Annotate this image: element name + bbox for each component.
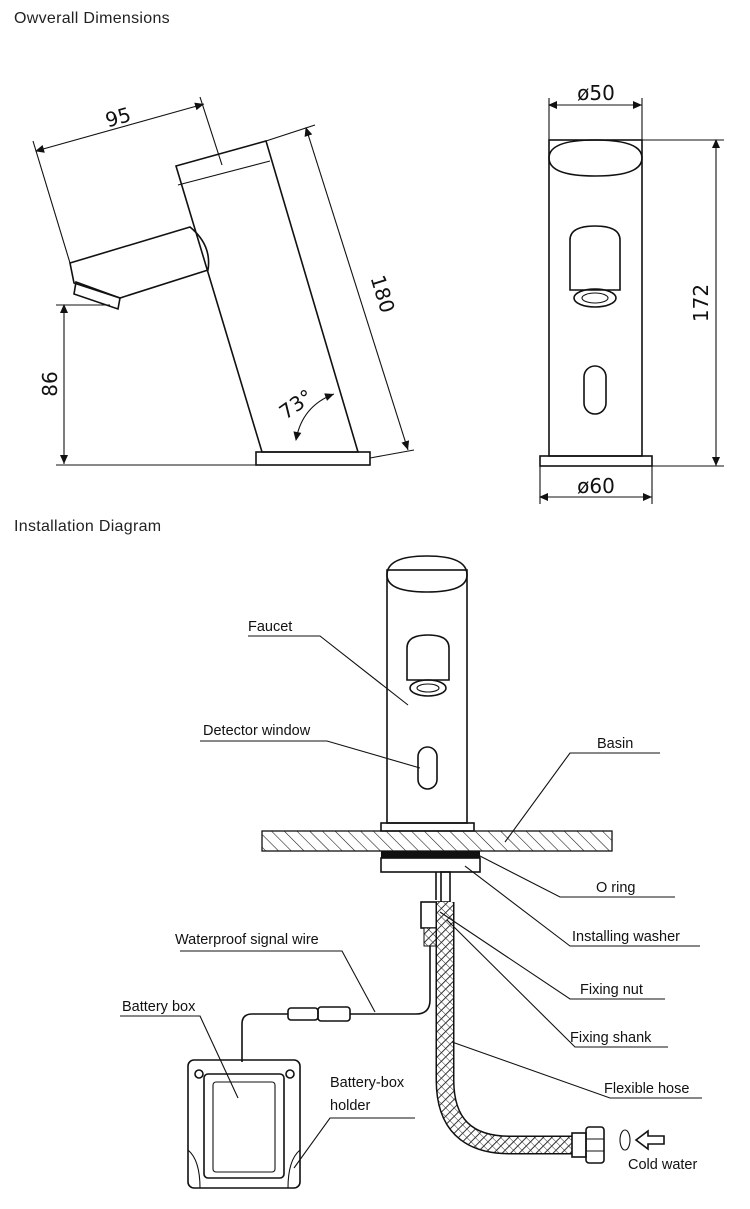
side-body-outline [174, 140, 360, 453]
screw-icon [194, 1069, 204, 1079]
label-faucet: Faucet [248, 619, 292, 635]
leader-flexible-hose [451, 1041, 702, 1099]
ext-line [199, 96, 223, 166]
ext-line [265, 124, 316, 142]
label-fixing-nut: Fixing nut [580, 982, 643, 998]
label-installing-washer: Installing washer [572, 929, 680, 945]
o-ring [381, 851, 480, 858]
front-base [539, 455, 653, 467]
battery-box-holder [187, 1059, 301, 1189]
leader-battery-box-holder [293, 1117, 415, 1169]
screw-icon [285, 1069, 295, 1079]
installation-diagram-heading: Installation Diagram [14, 518, 162, 535]
leader-faucet [248, 635, 409, 706]
label-o-ring: O ring [596, 880, 636, 896]
front-view-drawing [539, 98, 724, 504]
dim-60-label: ø60 [577, 474, 615, 498]
side-view-drawing [32, 96, 415, 466]
flexible-hose-outline [435, 902, 572, 1155]
wire-plug-male [287, 1007, 319, 1021]
faucet-top-cap [386, 555, 468, 593]
holder-clip [187, 1149, 201, 1189]
faucet-sensor-window [417, 746, 438, 790]
front-top-cap [548, 139, 643, 177]
label-signal-wire: Waterproof signal wire [175, 932, 319, 948]
side-spout [69, 226, 210, 299]
leader-basin [504, 752, 660, 843]
wire-plug-female [317, 1006, 351, 1022]
flexible-hose [437, 902, 572, 1153]
cold-water-arrow-icon [634, 1129, 665, 1151]
fixing-shank [440, 871, 451, 903]
ext-line [369, 449, 415, 459]
side-aerator [73, 280, 121, 311]
side-base [255, 451, 371, 466]
ext-line [32, 140, 71, 264]
label-basin: Basin [597, 736, 633, 752]
dim-180-label: 180 [366, 272, 400, 316]
installation-drawing [187, 555, 665, 1189]
faucet-aerator [409, 679, 447, 697]
angle-label: 73° [275, 384, 318, 424]
leader-o-ring [477, 854, 675, 898]
leader-installing-washer [464, 865, 700, 947]
battery-box-panel [212, 1081, 276, 1173]
leader-signal-wire [180, 950, 376, 1013]
label-battery-box: Battery box [122, 999, 196, 1015]
front-aerator [573, 288, 617, 308]
battery-wire [241, 1013, 288, 1062]
label-fixing-shank: Fixing shank [570, 1030, 652, 1046]
signal-wire [350, 946, 431, 1015]
installing-washer [380, 857, 481, 873]
faucet-aerator-inner [416, 683, 440, 693]
leader-fixing-nut [439, 911, 665, 1000]
dim-line-180 [304, 127, 410, 451]
leader-detector-window [200, 740, 421, 769]
overall-dimensions-heading: Owverall Dimensions [14, 10, 170, 27]
leader-lines [120, 635, 702, 1169]
holder-clip [287, 1149, 301, 1189]
front-body [548, 139, 643, 457]
angle-arc [293, 393, 335, 441]
front-spout [569, 225, 621, 291]
dim-172-label: 172 [689, 284, 713, 322]
basin-slab [261, 830, 613, 852]
hose-nut [585, 1126, 605, 1164]
leader-battery-box [120, 1015, 239, 1099]
label-battery-box-holder-2: holder [330, 1098, 370, 1114]
faucet-base [380, 822, 475, 832]
water-inlet [619, 1129, 631, 1151]
dim-50-label: ø50 [577, 81, 615, 105]
dim-95-label: 95 [103, 102, 134, 132]
front-sensor-window [583, 365, 607, 415]
dim-86-label: 86 [38, 371, 62, 396]
label-detector-window: Detector window [203, 723, 311, 739]
battery-box [203, 1073, 285, 1179]
label-cold-water: Cold water [628, 1157, 697, 1173]
side-cap-line [177, 160, 271, 186]
faucet-spout [406, 634, 450, 681]
front-aerator-inner [581, 292, 609, 304]
dim-line-95 [35, 102, 205, 153]
hose-fitting [571, 1132, 587, 1158]
label-flexible-hose: Flexible hose [604, 1081, 689, 1097]
leader-fixing-shank [446, 919, 668, 1048]
label-battery-box-holder-1: Battery-box [330, 1075, 405, 1091]
